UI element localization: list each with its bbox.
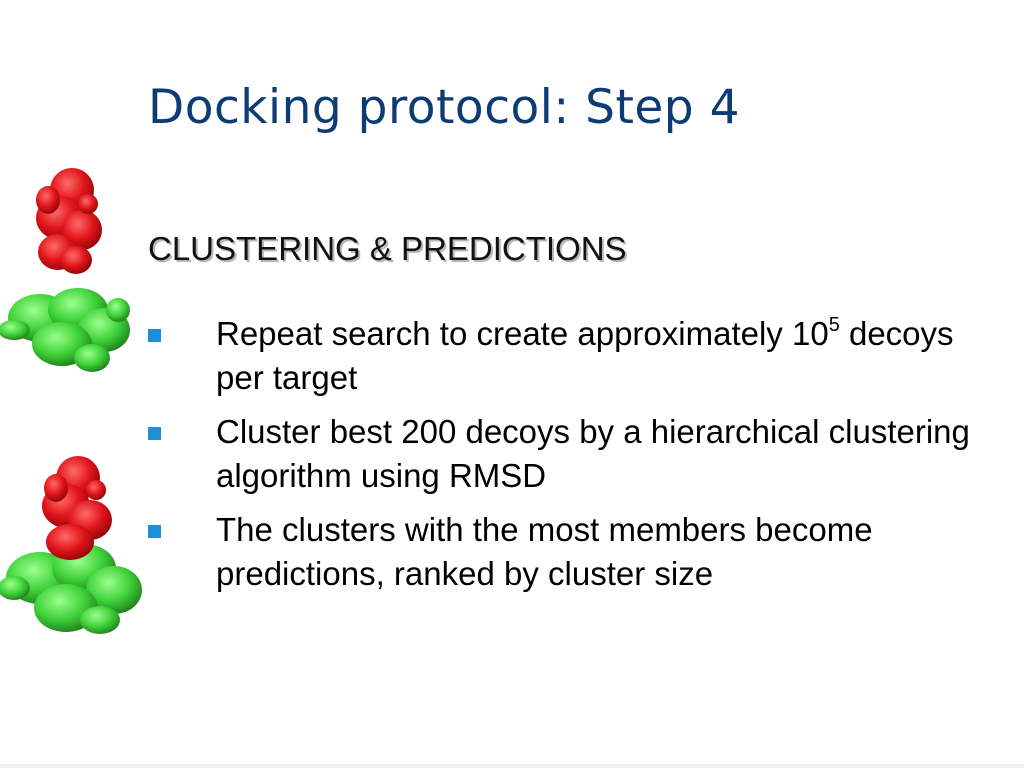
red-protein-shape: [36, 168, 102, 274]
bullet-item: Cluster best 200 decoys by a hierarchica…: [146, 410, 1006, 498]
slide-title: Docking protocol: Step 4: [148, 80, 740, 135]
bullet-text: Repeat search to create approximately 10: [216, 315, 829, 352]
docked-protein-complex-image: [0, 456, 142, 634]
square-bullet-icon: [148, 427, 161, 440]
red-protein-docked-shape: [42, 456, 112, 560]
bullet-list: Repeat search to create approximately 10…: [146, 312, 1006, 606]
bullet-text-continued: decoys per target: [216, 315, 954, 396]
bullet-item: The clusters with the most members becom…: [146, 508, 1006, 596]
bullet-superscript: 5: [828, 314, 840, 336]
bullet-item: Repeat search to create approximately 10…: [146, 312, 1006, 400]
square-bullet-icon: [148, 329, 161, 342]
slide-subtitle: CLUSTERING & PREDICTIONS: [148, 230, 627, 267]
green-protein-shape: [0, 288, 130, 372]
square-bullet-icon: [148, 525, 161, 538]
bullet-text: Cluster best 200 decoys by a hierarchica…: [216, 413, 970, 494]
footer-divider: [0, 764, 1024, 768]
separated-protein-complex-image: [0, 168, 130, 372]
green-protein-docked-shape: [0, 544, 142, 634]
bullet-text: The clusters with the most members becom…: [216, 511, 873, 592]
